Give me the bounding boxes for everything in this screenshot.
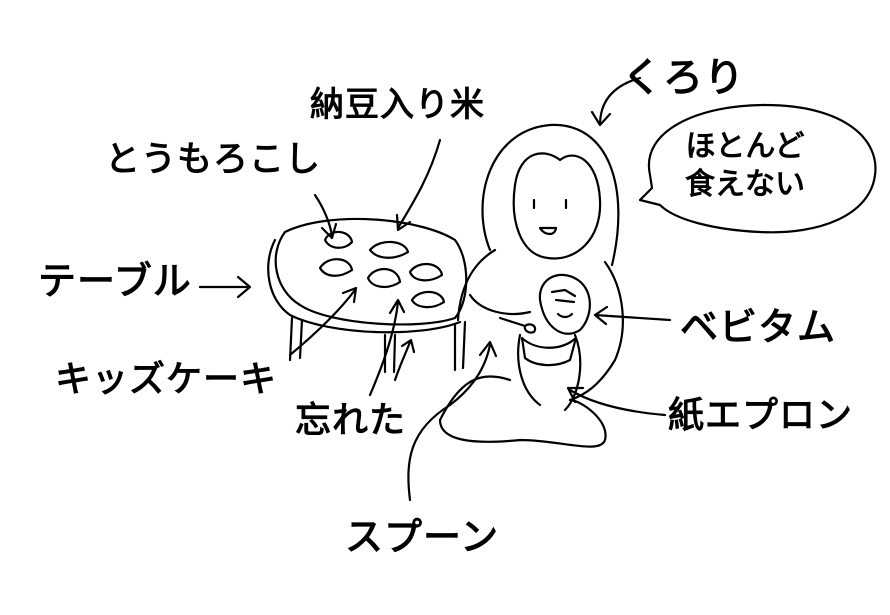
woman-face bbox=[512, 152, 602, 260]
spoon bbox=[498, 316, 537, 334]
food-blob bbox=[408, 263, 444, 282]
table-top bbox=[274, 217, 468, 326]
baby-body bbox=[517, 333, 582, 412]
table-edge bbox=[267, 238, 462, 334]
food-blob bbox=[366, 268, 402, 288]
label-kurori: くろり bbox=[622, 55, 745, 101]
label-paper-apron: 紙エプロン bbox=[668, 395, 854, 436]
food-natto-rice bbox=[368, 240, 410, 259]
speech-bubble-outline bbox=[638, 103, 877, 234]
arrow-forgot bbox=[393, 338, 416, 382]
label-corn: とうもろこし bbox=[105, 140, 322, 180]
food-blob bbox=[318, 258, 354, 277]
arrow-spoon bbox=[407, 340, 498, 502]
arrow-natto-rice bbox=[395, 138, 442, 232]
arrow-table bbox=[198, 275, 252, 299]
label-forgot: 忘れた bbox=[295, 400, 407, 441]
woman-eyes-mouth bbox=[532, 198, 568, 236]
label-kids-cake: キッズケーキ bbox=[55, 359, 278, 400]
food-blob bbox=[410, 290, 446, 309]
paper-apron bbox=[520, 336, 578, 367]
speech-bubble-text: ほとんど 食えない bbox=[685, 128, 805, 203]
arrow-corn bbox=[313, 193, 338, 240]
arrow-kids-cake bbox=[288, 286, 358, 357]
woman-arm bbox=[468, 293, 532, 316]
table-leg bbox=[453, 320, 467, 372]
arrow-kurori bbox=[590, 76, 642, 127]
speech-bubble-line2: 食えない bbox=[685, 166, 805, 202]
woman-body bbox=[456, 248, 624, 402]
baby-face bbox=[550, 288, 577, 319]
table-leg bbox=[288, 316, 304, 362]
arrow-kids-cake-2 bbox=[368, 298, 406, 397]
label-bebitamu: ベビタム bbox=[680, 305, 837, 349]
arrow-bebitamu bbox=[593, 305, 672, 326]
arrow-paper-apron bbox=[566, 386, 667, 417]
label-natto-rice: 納豆入り米 bbox=[310, 85, 485, 125]
baby-head bbox=[538, 273, 591, 335]
woman-hair bbox=[481, 123, 620, 267]
speech-bubble-line1: ほとんど bbox=[685, 129, 805, 164]
label-spoon: スプーン bbox=[345, 515, 500, 559]
label-table: テーブル bbox=[38, 259, 192, 303]
